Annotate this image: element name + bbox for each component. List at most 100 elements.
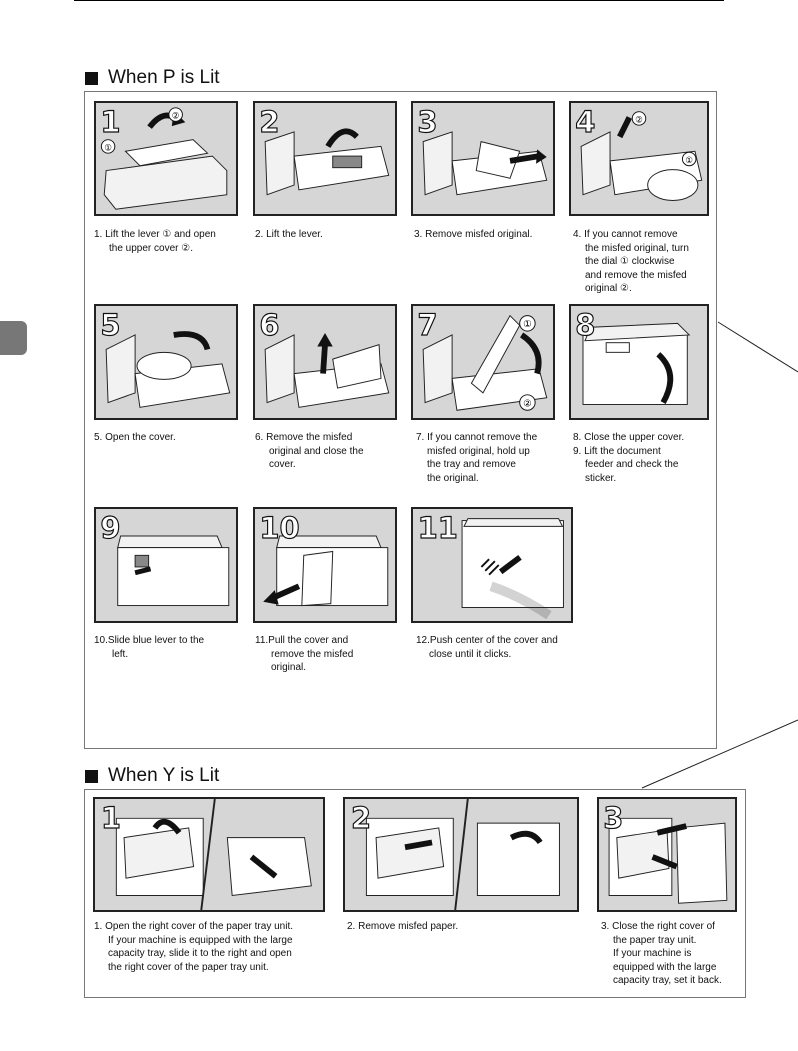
hold-tray-illustration: ① ② 7 xyxy=(417,307,548,411)
caption-line: the right cover of the paper tray unit. xyxy=(108,961,269,973)
lift-lever-illustration: 2 xyxy=(259,104,390,196)
step-number: 3 xyxy=(417,105,437,139)
step-number: 6 xyxy=(259,308,279,342)
caption-line: misfed original, hold up xyxy=(427,445,530,457)
push-cover-illustration: 11 xyxy=(417,510,564,620)
step-number: 1 xyxy=(100,105,120,139)
caption-line: cover. xyxy=(269,459,296,470)
step-p2-caption: 2. Lift the lever. xyxy=(255,228,395,242)
step-p3-caption: 3. Remove misfed original. xyxy=(414,228,559,242)
top-rule xyxy=(74,0,724,1)
heading-bullet-icon xyxy=(85,71,98,85)
step-y3-caption: 3. Close the right cover of the paper tr… xyxy=(601,920,741,988)
open-right-cover-illustration: 1 xyxy=(100,799,312,910)
step-number: 5 xyxy=(100,308,120,342)
heading-bullet-icon xyxy=(85,769,98,783)
section-y-title: When Y is Lit xyxy=(108,765,220,786)
callout-2: ② xyxy=(635,115,643,125)
step-y2-caption: 2. Remove misfed paper. xyxy=(347,920,527,934)
step-number: 4 xyxy=(575,105,595,139)
caption-line: If your machine is equipped with the lar… xyxy=(108,934,293,946)
remove-misfed-paper-illustration: 2 xyxy=(350,799,560,910)
caption-line: 6. Remove the misfed xyxy=(255,432,353,443)
caption-line: equipped with the large xyxy=(613,961,717,973)
callout-1: ① xyxy=(104,143,112,153)
step-p6-caption: 6. Remove the misfed original and close … xyxy=(255,431,395,472)
caption-line: the original. xyxy=(427,472,479,484)
caption-line: left. xyxy=(112,648,129,660)
close-upper-cover-illustration: 8 xyxy=(575,307,691,405)
caption-line: and remove the misfed xyxy=(585,269,687,281)
step-p11-illustration: 11 xyxy=(411,507,573,623)
caption-line: 1. Lift the lever ① and open xyxy=(94,229,216,240)
caption-line: 3. Remove misfed original. xyxy=(414,229,533,240)
caption-line: original. xyxy=(271,662,307,673)
step-number: 10 xyxy=(259,511,299,545)
caption-line: 9. Lift the document xyxy=(573,445,661,457)
step-p2-illustration: 2 xyxy=(253,101,397,216)
caption-line: 2. Lift the lever. xyxy=(255,229,323,240)
slide-lever-illustration: 9 xyxy=(100,510,230,607)
step-p7-caption: 7. If you cannot remove the misfed origi… xyxy=(416,431,561,485)
step-p4-caption: 4. If you cannot remove the misfed origi… xyxy=(573,228,713,296)
step-p5-illustration: 5 xyxy=(94,304,238,420)
caption-line: the upper cover ②. xyxy=(109,242,194,254)
caption-line: capacity tray, set it back. xyxy=(613,975,722,986)
caption-line: capacity tray, slide it to the right and… xyxy=(108,948,292,959)
step-number: 3 xyxy=(603,801,623,835)
caption-line: 12.Push center of the cover and xyxy=(416,635,558,646)
step-y1-illustration: 1 xyxy=(93,797,325,912)
caption-line: 4. If you cannot remove xyxy=(573,229,678,240)
feeder-lever-illustration: ② ① 1 xyxy=(100,104,228,210)
callout-1: ① xyxy=(685,156,693,166)
step-p7-illustration: ① ② 7 xyxy=(411,304,555,420)
step-p6-illustration: 6 xyxy=(253,304,397,420)
caption-line: 3. Close the right cover of xyxy=(601,921,715,932)
step-p5-caption: 5. Open the cover. xyxy=(94,431,234,445)
callout-1: ① xyxy=(523,319,532,330)
step-number: 9 xyxy=(100,511,120,545)
step-y1-caption: 1. Open the right cover of the paper tra… xyxy=(94,920,334,974)
caption-line: If your machine is xyxy=(613,948,692,959)
section-y-heading: When Y is Lit xyxy=(85,765,219,787)
caption-line: 7. If you cannot remove the xyxy=(416,432,538,443)
step-p3-illustration: 3 xyxy=(411,101,555,216)
caption-line: close until it clicks. xyxy=(429,648,512,660)
caption-line: 2. Remove misfed paper. xyxy=(347,921,459,932)
caption-line: sticker. xyxy=(585,472,617,484)
caption-line: the tray and remove xyxy=(427,459,516,470)
remove-close-cover-illustration: 6 xyxy=(259,307,390,408)
step-p9-caption: 10.Slide blue lever to the left. xyxy=(94,634,239,661)
step-number: 2 xyxy=(351,801,371,835)
step-p1-illustration: ② ① 1 xyxy=(94,101,238,216)
section-p-heading: When P is Lit xyxy=(85,67,220,89)
step-p4-illustration: ② ① 4 xyxy=(569,101,709,216)
remove-original-illustration: 3 xyxy=(417,104,548,196)
leader-lines xyxy=(641,321,798,789)
step-number: 7 xyxy=(417,308,437,342)
caption-line: 10.Slide blue lever to the xyxy=(94,635,205,646)
step-p10-caption: 11.Pull the cover and remove the misfed … xyxy=(255,634,395,675)
step-y2-illustration: 2 xyxy=(343,797,579,912)
chapter-tab xyxy=(0,321,27,355)
caption-line: the dial ① clockwise xyxy=(585,256,675,267)
callout-2: ② xyxy=(523,398,532,409)
caption-line: the misfed original, turn xyxy=(585,242,689,254)
step-p8-caption: 8. Close the upper cover. 9. Lift the do… xyxy=(573,431,713,485)
caption-line: 11.Pull the cover and xyxy=(255,635,349,646)
caption-line: remove the misfed xyxy=(271,648,354,660)
close-right-cover-illustration: 3 xyxy=(603,800,728,904)
turn-dial-illustration: ② ① 4 xyxy=(575,104,703,201)
caption-line: feeder and check the xyxy=(585,459,679,470)
open-cover-illustration: 5 xyxy=(100,307,231,408)
step-y3-illustration: 3 xyxy=(597,797,737,912)
step-p9-illustration: 9 xyxy=(94,507,238,623)
caption-line: 5. Open the cover. xyxy=(94,432,176,443)
step-p10-illustration: 10 xyxy=(253,507,397,623)
caption-line: the paper tray unit. xyxy=(613,934,697,946)
caption-line: 8. Close the upper cover. xyxy=(573,432,685,443)
caption-line: original ②. xyxy=(585,283,632,294)
caption-line: 1. Open the right cover of the paper tra… xyxy=(94,921,294,932)
section-p-title: When P is Lit xyxy=(108,67,220,88)
caption-line: original and close the xyxy=(269,445,364,457)
